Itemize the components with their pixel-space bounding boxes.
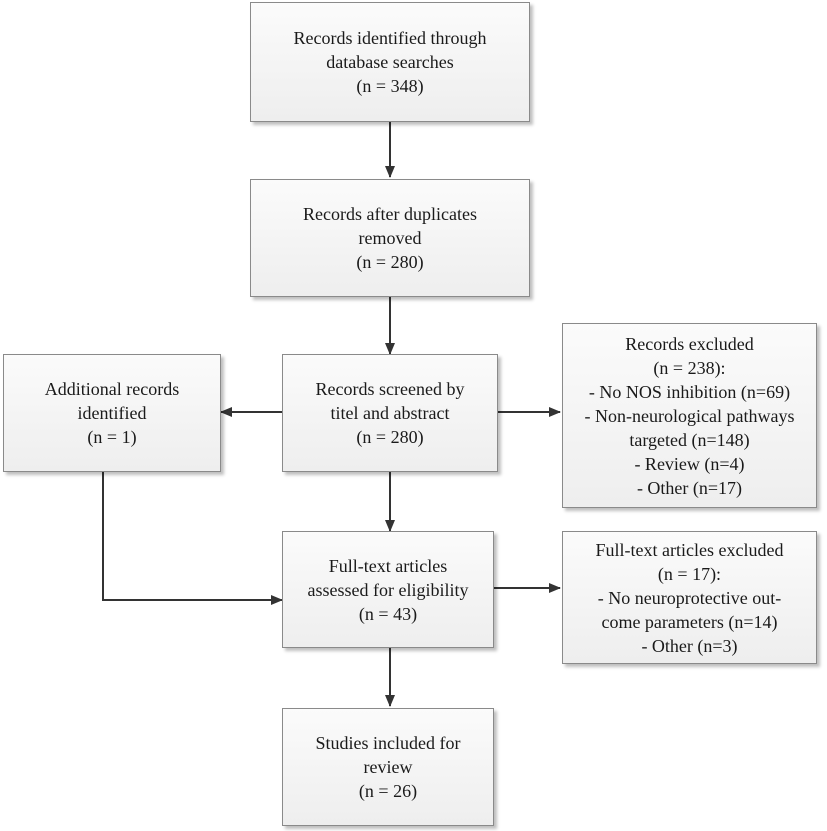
box-records-excluded-line-6: - Review (n=4) (634, 453, 745, 474)
box-records-identified-line-2: database searches (326, 52, 454, 72)
box-fulltext-excluded: Full-text articles excluded (n = 17): - No… (562, 531, 817, 664)
box-studies-included-line-2: review (363, 757, 413, 777)
box-records-screened-line-2: titel and abstract (330, 403, 450, 423)
box-additional-records-line-2: identified (77, 403, 147, 423)
box-records-excluded-line-3: - No NOS inhibition (n=69) (588, 381, 791, 402)
box-fulltext-assessed-line-1: Full-text articles (328, 555, 448, 576)
box-records-excluded-line-4: - Non-neurological pathways (584, 405, 795, 426)
box-fulltext-excluded-line-3: - No neuroprotective out- (597, 587, 782, 608)
box-records-excluded-line-2: (n = 238): (653, 357, 726, 378)
box-studies-included: Studies included for review (n = 26) (282, 708, 494, 826)
box-studies-included-line-1: Studies included for (315, 733, 461, 753)
box-records-identified: Records identified through database searc… (250, 2, 530, 122)
box-after-duplicates: Records after duplicates removed (n = 280) (250, 179, 530, 297)
box-records-excluded-line-1: Records excluded (625, 333, 754, 354)
box-fulltext-assessed-line-3: (n = 43) (358, 603, 418, 624)
box-additional-records-line-1: Additional records (44, 379, 180, 399)
box-additional-records-line-3: (n = 1) (87, 427, 137, 447)
box-fulltext-excluded-line-1: Full-text articles excluded (595, 539, 784, 560)
box-fulltext-excluded-line-5: - Other (n=3) (641, 635, 738, 656)
box-records-identified-line-3: (n = 348) (356, 76, 424, 96)
box-studies-included-line-3: (n = 26) (358, 781, 418, 801)
box-records-screened-line-3: (n = 280) (356, 427, 424, 447)
box-after-duplicates-line-1: Records after duplicates (303, 204, 477, 224)
box-records-excluded-line-5: targeted (n=148) (629, 429, 750, 450)
box-records-excluded-line-7: - Other (n=17) (636, 477, 743, 498)
box-after-duplicates-line-3: (n = 280) (356, 252, 424, 272)
box-records-excluded: Records excluded (n = 238): - No NOS inhib… (562, 323, 817, 508)
box-fulltext-excluded-line-2: (n = 17): (657, 563, 722, 584)
box-records-screened-line-1: Records screened by (315, 379, 465, 399)
box-records-screened: Records screened by titel and abstract (n … (282, 354, 498, 472)
box-fulltext-assessed-line-2: assessed for eligibility (307, 579, 469, 600)
box-fulltext-excluded-line-4: come parameters (n=14) (601, 611, 778, 632)
box-additional-records: Additional records identified (n = 1) (3, 354, 221, 472)
box-fulltext-assessed: Full-text articles assessed for eligibili… (282, 531, 494, 648)
arrow-additional-to-fulltext (102, 472, 283, 605)
box-records-identified-line-1: Records identified through (293, 28, 487, 48)
box-after-duplicates-line-2: removed (358, 228, 422, 248)
